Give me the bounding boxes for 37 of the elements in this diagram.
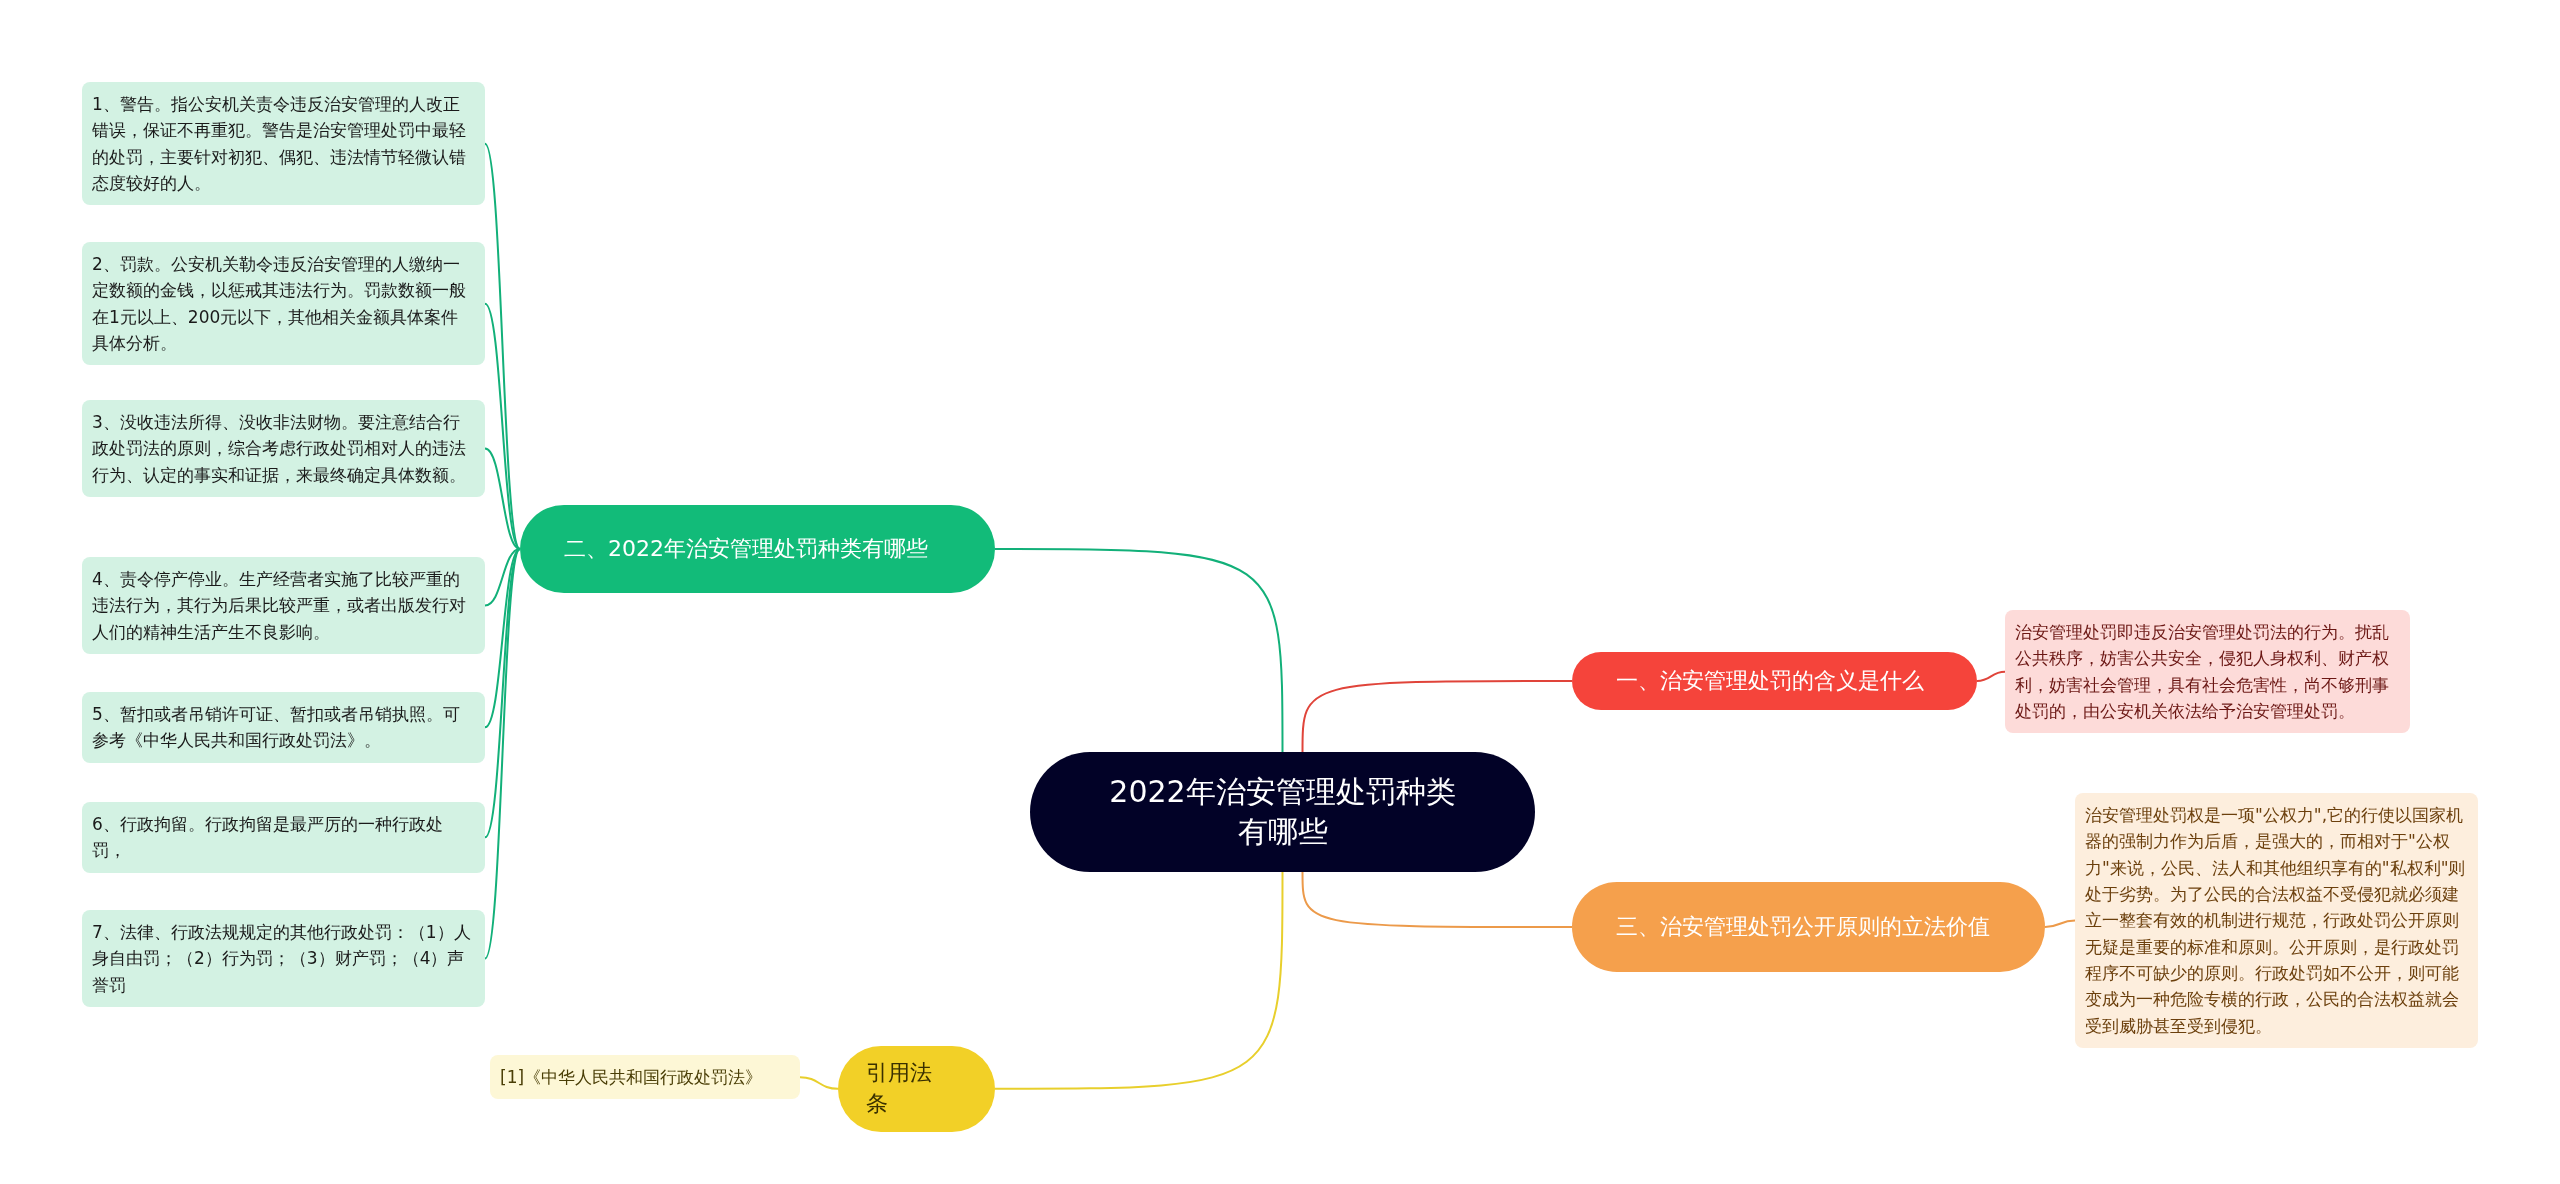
note-card [82, 802, 485, 873]
connector-line [484, 302, 521, 550]
note-card [2005, 610, 2410, 734]
note-text: [1]《中华人民共和国行政处罚法》 [500, 1067, 763, 1087]
topic-pill [1572, 652, 1977, 710]
connector-line [484, 548, 521, 960]
topic-title: 2022年治安管理处罚种类有哪些 [1108, 772, 1457, 851]
note-card [490, 1055, 800, 1100]
topic-label: 二、2022年治安管理处罚种类有哪些 [564, 534, 928, 563]
note-text: 1、警告。指公安机关责令违反治安管理的人改正错误，保证不再重犯。警告是治安管理处罚中最轻的处罚，主要针对初犯、偶犯、违法情节轻微认错态度较好的人。 [92, 94, 466, 194]
connector-line [799, 1076, 839, 1090]
topic-label: 引用法条 [866, 1059, 933, 1118]
note-card [82, 692, 485, 763]
topic-label: 三、治安管理处罚公开原则的立法价值 [1616, 912, 1990, 941]
connector-line [484, 447, 521, 550]
note-card [82, 82, 485, 206]
note-text: 2、罚款。公安机关勒令违反治安管理的人缴纳一定数额的金钱，以惩戒其违法行为。罚款数额一般在1元以上、200元以下，其他相关金额具体案件具体分析。 [92, 254, 466, 354]
note-text: 5、暂扣或者吊销许可证、暂扣或者吊销执照。可参考《中华人民共和国行政处罚法》。 [92, 704, 460, 751]
note-text: 治安管理处罚即违反治安管理处罚法的行为。扰乱公共秩序，妨害公共安全，侵犯人身权利、财产权利，妨害社会管理，具有社会危害性，尚不够刑事处罚的，由公安机关依法给予治安管理处罚。 [2015, 622, 2389, 722]
note-text: 6、行政拘留。行政拘留是最严厉的一种行政处罚， [92, 814, 443, 861]
note-card [82, 910, 485, 1008]
note-card [82, 557, 485, 655]
note-card [82, 242, 485, 366]
connector-line [1301, 680, 1573, 753]
note-text: 治安管理处罚权是一项"公权力",它的行使以国家机器的强制力作为后盾，是强大的，而相对于"公权力"来说，公民、法人和其他组织享有的"私权利"则处于劣势。为了公民的合法权益不受侵犯就必须建立一整套有效的机制进行规范，行政处罚公开原则无疑是重要的标准和原则。公开原则，是行政处罚程序不可缺少的原则。行政处罚如不公开，则可能变成为一种危险专横的行政，公民的合法权益就会受到威胁甚至受到侵犯。 [2085, 805, 2466, 1036]
topic-label: 一、治安管理处罚的含义是什么 [1616, 666, 1924, 695]
note-text: 4、责令停产停业。生产经营者实施了比较严重的违法行为，其行为后果比较严重，或者出版发行对人们的精神生活产生不良影响。 [92, 569, 466, 642]
connector-line [994, 548, 1284, 753]
connector-line [484, 142, 521, 550]
connector-line [1301, 871, 1573, 928]
connector-line [484, 548, 521, 607]
note-text: 7、法律、行政法规规定的其他行政处罚：（1）人身自由罚；（2）行为罚；（3）财产罚；（4）声誉罚 [92, 922, 471, 995]
connector-line [2044, 919, 2076, 928]
note-card [82, 400, 485, 498]
connector-line [994, 871, 1284, 1090]
note-text: 3、没收违法所得、没收非法财物。要注意结合行政处罚法的原则，综合考虑行政处罚相对人的违法行为、认定的事实和证据，来最终确定具体数额。 [92, 412, 466, 485]
connector-line [1976, 670, 2006, 682]
